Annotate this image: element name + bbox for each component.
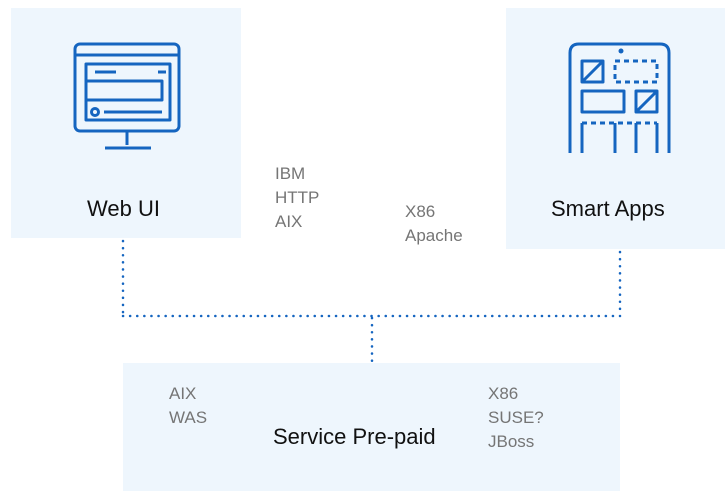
- service-prepaid-title: Service Pre-paid: [273, 424, 436, 449]
- note-line: Apache: [405, 226, 463, 245]
- web-ui-node: [11, 8, 241, 238]
- aix-was-note: AIX WAS: [169, 382, 207, 430]
- note-line: X86: [488, 384, 519, 403]
- x86-suse-jboss-note: X86 SUSE? JBoss: [488, 382, 544, 454]
- smart-apps-title: Smart Apps: [551, 196, 665, 221]
- note-line: SUSE?: [488, 408, 544, 427]
- note-line: X86: [405, 202, 436, 221]
- x86-apache-note: X86 Apache: [405, 200, 463, 248]
- note-line: HTTP: [275, 188, 320, 207]
- note-line: JBoss: [488, 432, 535, 451]
- mobile-app-icon: [568, 42, 671, 153]
- note-line: AIX: [169, 384, 197, 403]
- note-line: IBM: [275, 164, 306, 183]
- note-line: AIX: [275, 212, 303, 231]
- desktop-monitor-icon: [73, 42, 181, 150]
- service-prepaid-node: [123, 363, 620, 491]
- ibm-http-aix-note: IBM HTTP AIX: [275, 162, 319, 234]
- web-ui-title: Web UI: [87, 196, 160, 221]
- note-line: WAS: [169, 408, 208, 427]
